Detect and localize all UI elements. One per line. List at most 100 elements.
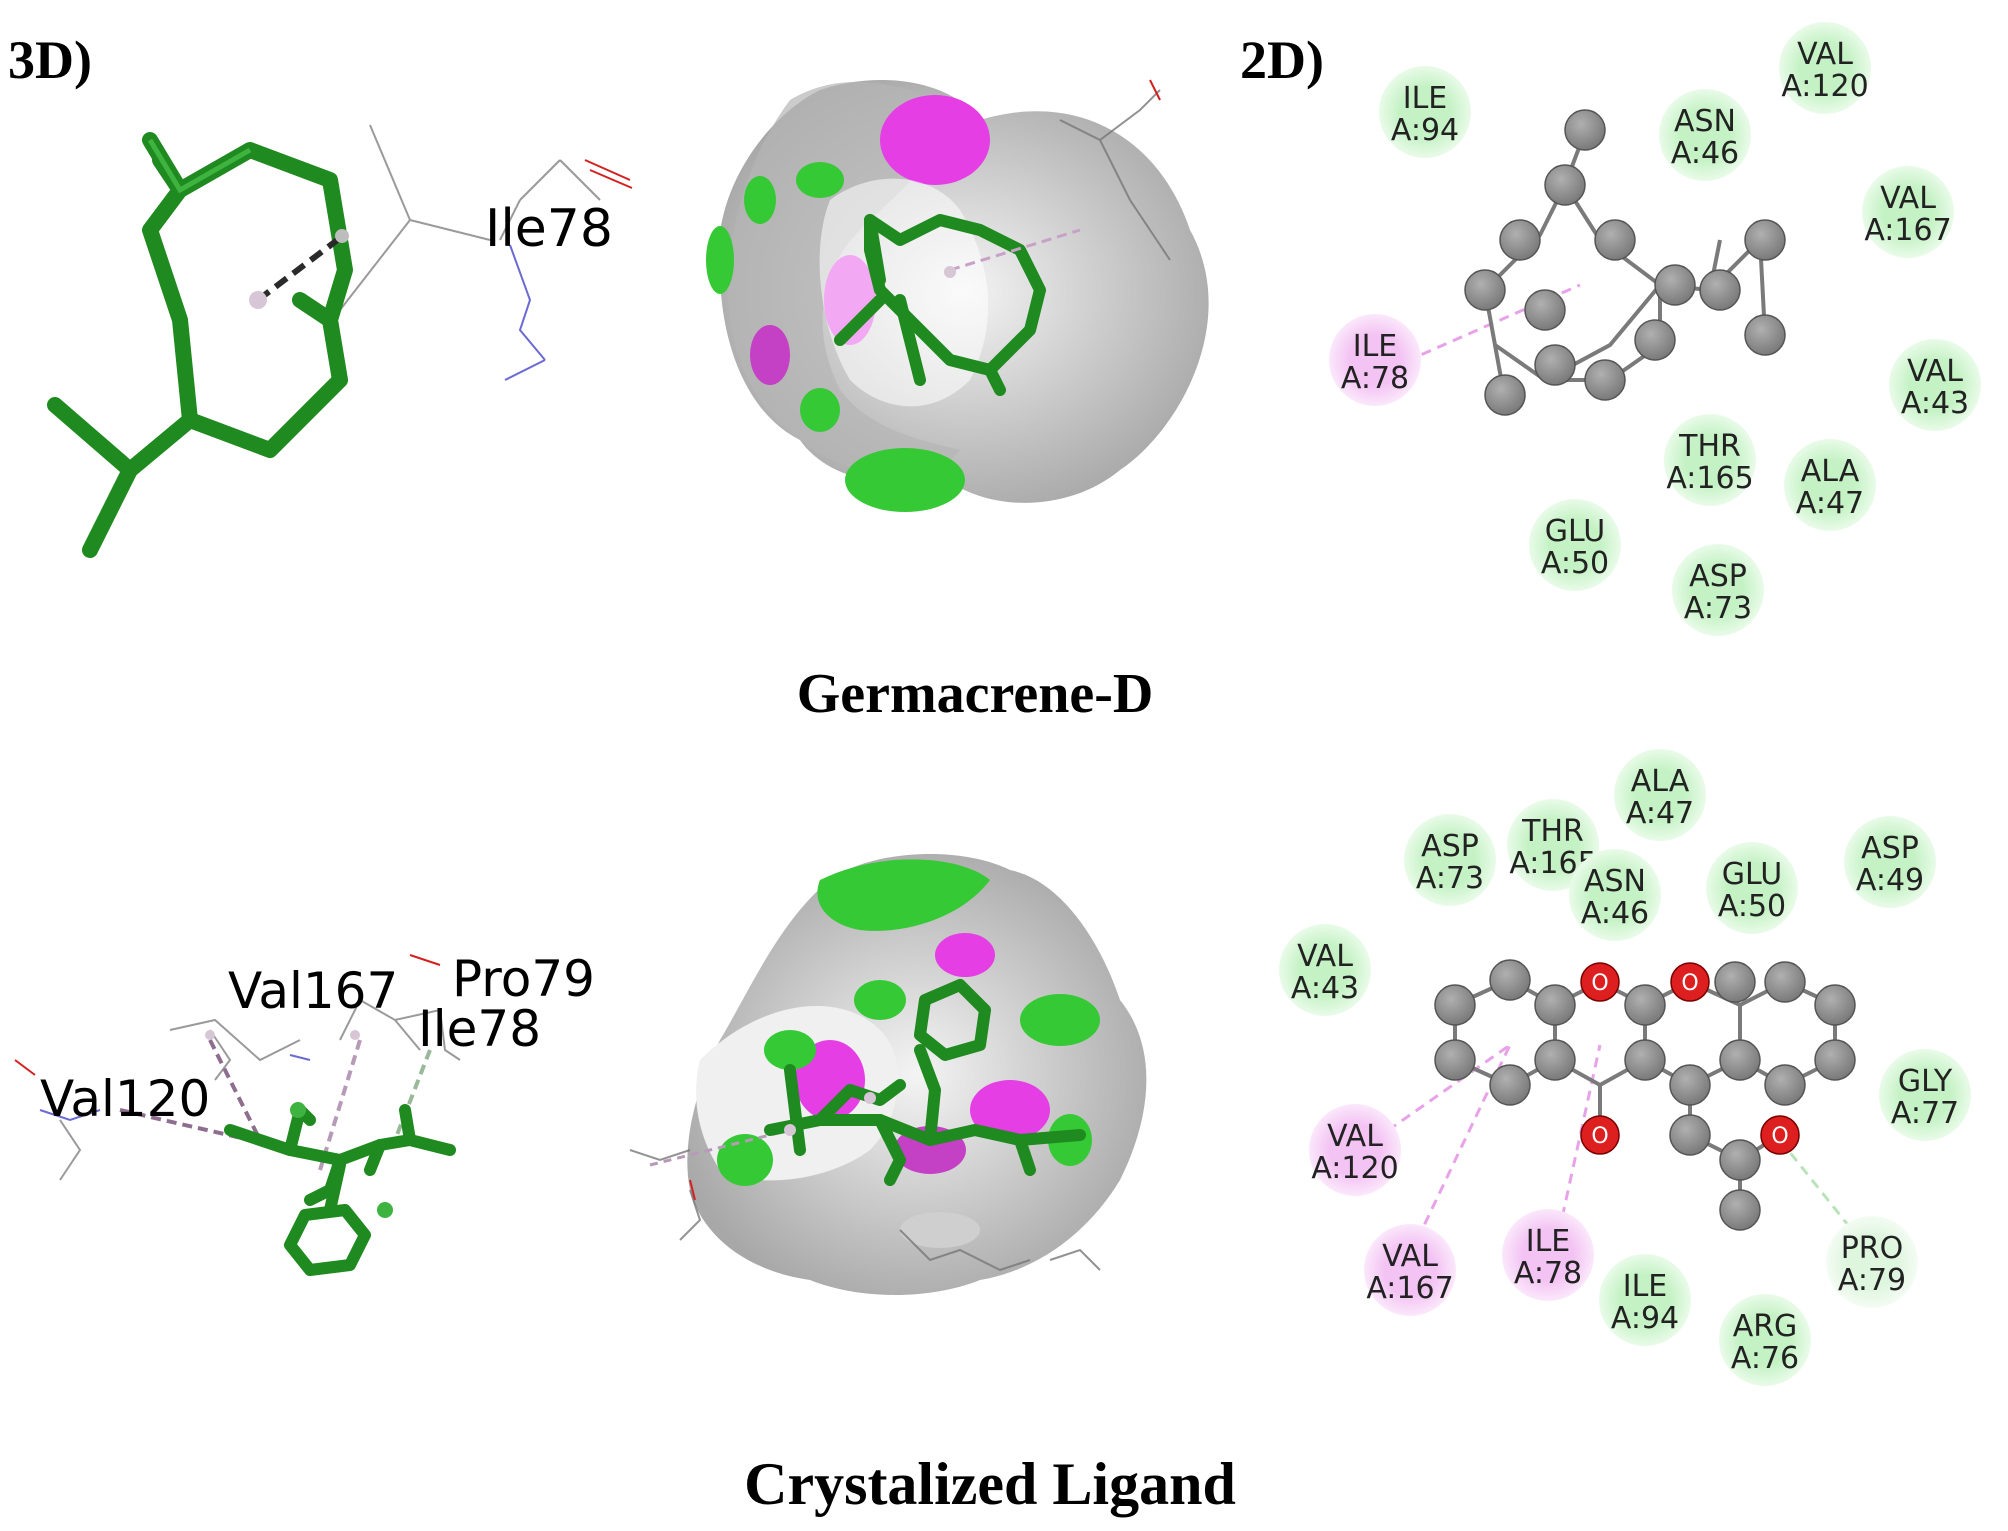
residue-label-pro79: Pro79 (452, 950, 595, 1008)
residue-disc (1309, 1104, 1401, 1196)
residue-text: ARG (1733, 1309, 1798, 1344)
residue-text: A:47 (1626, 796, 1694, 831)
residue-text: THR (1678, 429, 1741, 464)
residue-text: A:43 (1901, 386, 1969, 421)
residue-disc (1784, 439, 1876, 531)
residue-text: A:46 (1671, 136, 1739, 171)
residue-text: VAL (1327, 1119, 1383, 1154)
residue-text: GLY (1898, 1064, 1953, 1099)
panel-label-3d: 3D) (8, 30, 92, 90)
residue-disc (1569, 849, 1661, 941)
residue-text: A:167 (1366, 1271, 1453, 1306)
svg-text:O: O (1771, 1124, 1788, 1149)
residue-disc (1279, 924, 1371, 1016)
residue-text: ASN (1584, 864, 1646, 899)
bottom-2d-diagram: O O O O (1359, 959, 1862, 1256)
residue-text: A:78 (1341, 361, 1409, 396)
residue-text: A:73 (1416, 861, 1484, 896)
residue-text: A:78 (1514, 1256, 1582, 1291)
residue-label-val120: Val120 (40, 1070, 210, 1128)
residue-text: ASN (1674, 104, 1736, 139)
title-crystalized-ligand: Crystalized Ligand (744, 1451, 1236, 1517)
residue-disc (1364, 1224, 1456, 1316)
carbon-atoms (1434, 959, 1856, 1231)
residue-text: GLU (1545, 514, 1605, 549)
residue-disc (1844, 816, 1936, 908)
residue-text: A:94 (1611, 1301, 1679, 1336)
residue-disc (1529, 499, 1621, 591)
bottom-3d-ligand: Val167 Pro79 Ile78 Val120 (14, 950, 595, 1276)
svg-text:O: O (1681, 971, 1698, 996)
residue-text: ILE (1623, 1269, 1668, 1304)
residue-disc (1502, 1209, 1594, 1301)
residue-text: A:120 (1311, 1151, 1398, 1186)
residue-text: ALA (1801, 454, 1860, 489)
residue-text: A:47 (1796, 486, 1864, 521)
residue-text: GLU (1722, 857, 1782, 892)
residue-text: A:120 (1781, 69, 1868, 104)
residue-text: VAL (1797, 37, 1853, 72)
svg-text:O: O (1591, 971, 1608, 996)
residue-text: A:167 (1864, 213, 1951, 248)
oxygen-atoms: O O O O (1580, 962, 1800, 1155)
residue-text: THR (1521, 814, 1584, 849)
residue-text: VAL (1382, 1239, 1438, 1274)
residue-label-ile78: Ile78 (485, 199, 613, 259)
residue-text: VAL (1907, 354, 1963, 389)
residue-disc (1672, 544, 1764, 636)
top-2d-diagram (1374, 109, 1786, 416)
residue-text: A:43 (1291, 971, 1359, 1006)
residue-disc (1889, 339, 1981, 431)
residue-text: ALA (1631, 764, 1690, 799)
bottom-surface (629, 853, 1147, 1295)
residue-text: ILE (1526, 1224, 1571, 1259)
top-3d-ligand: Ile78 (47, 124, 633, 558)
residue-text: A:49 (1856, 863, 1924, 898)
residue-text: ILE (1353, 329, 1398, 364)
residue-disc (1862, 166, 1954, 258)
svg-text:O: O (1591, 1124, 1608, 1149)
residue-disc (1706, 842, 1798, 934)
residue-disc (1614, 749, 1706, 841)
residue-text: A:79 (1838, 1263, 1906, 1298)
residue-text: A:77 (1891, 1096, 1959, 1131)
residue-text: A:73 (1684, 591, 1752, 626)
top-surface (706, 79, 1209, 512)
panel-label-2d: 2D) (1240, 30, 1324, 90)
residue-text: A:50 (1541, 546, 1609, 581)
residue-disc (1404, 814, 1496, 906)
residue-disc (1659, 89, 1751, 181)
residue-text: PRO (1841, 1231, 1904, 1266)
bottom-2d-residues: ALAA:47ASPA:73THRA:165ASNA:46GLUA:50ASPA… (1279, 749, 1971, 1386)
residue-disc (1379, 66, 1471, 158)
residue-text: A:46 (1581, 896, 1649, 931)
residue-text: ASP (1689, 559, 1747, 594)
residue-text: ASP (1861, 831, 1919, 866)
residue-text: ILE (1403, 81, 1448, 116)
residue-disc (1329, 314, 1421, 406)
residue-disc (1507, 799, 1599, 891)
residue-text: A:76 (1731, 1341, 1799, 1376)
